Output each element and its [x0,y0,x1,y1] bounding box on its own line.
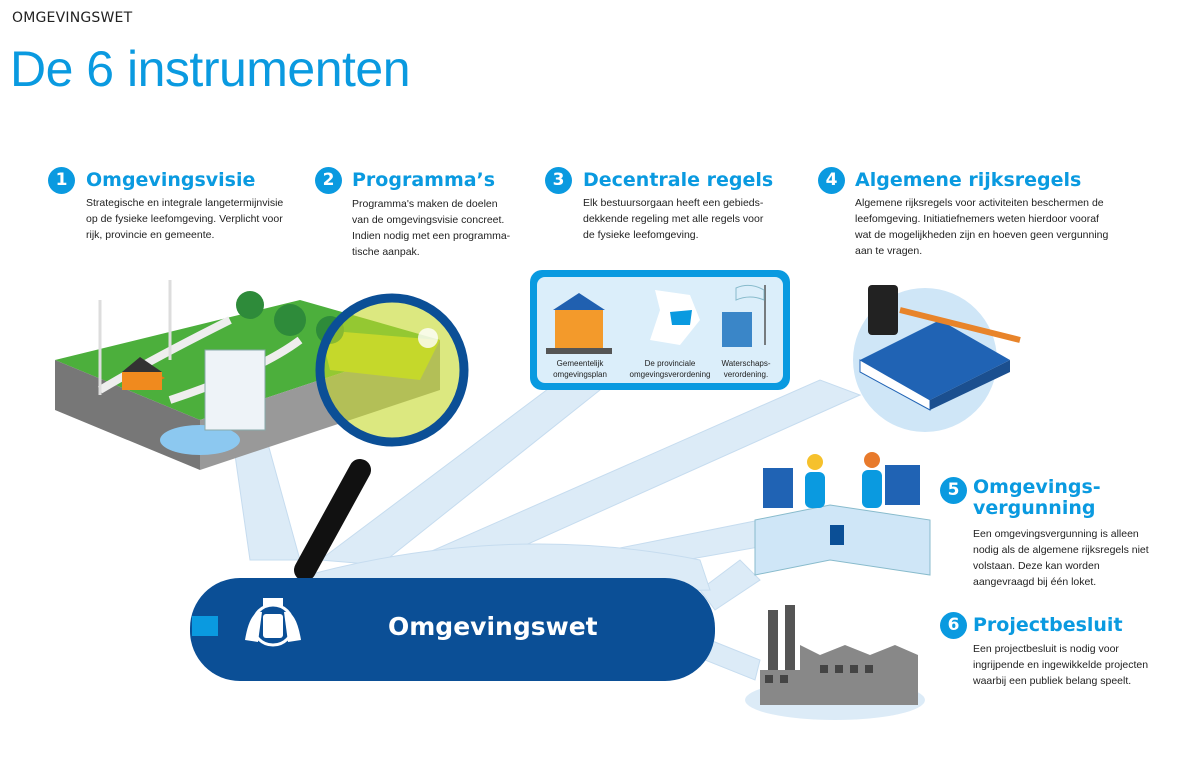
number-badge-3: 3 [545,167,572,194]
instrument-title-4: Algemene rijksregels [855,169,1082,191]
instrument-title-2: Programma’s [352,169,496,191]
rulebook-gavel-illustration [853,285,1021,432]
instrument-title-1: Omgevingsvisie [86,169,256,191]
coat-of-arms-icon [245,598,301,647]
caption-waterschap: Waterschaps-verordening. [721,359,771,379]
instrument-title-3: Decentrale regels [583,169,774,191]
knife-handle [190,578,715,681]
knife-label: Omgevingswet [388,612,598,641]
number-badge-5: 5 [940,477,967,504]
instrument-title-5: Omgevings-vergunning [973,476,1101,519]
service-desk-illustration [754,452,931,576]
number-badge-4: 4 [818,167,845,194]
decentral-rules-panel [530,270,790,390]
number-badge-6: 6 [940,612,967,639]
instrument-text-3: Elk bestuursorgaan heeft een gebieds-dek… [583,197,764,241]
instrument-text-4: Algemene rijksregels voor activiteiten b… [855,197,1109,257]
number-badge-2: 2 [315,167,342,194]
page-title: De 6 instrumenten [10,41,411,97]
kicker: OMGEVINGSWET [12,10,133,26]
magnifier-icon [294,293,469,581]
instrument-text-1: Strategische en integrale langetermijnvi… [86,197,284,241]
factory-illustration [745,605,925,720]
number-badge-1: 1 [48,167,75,194]
instrument-title-6: Projectbesluit [973,614,1123,636]
